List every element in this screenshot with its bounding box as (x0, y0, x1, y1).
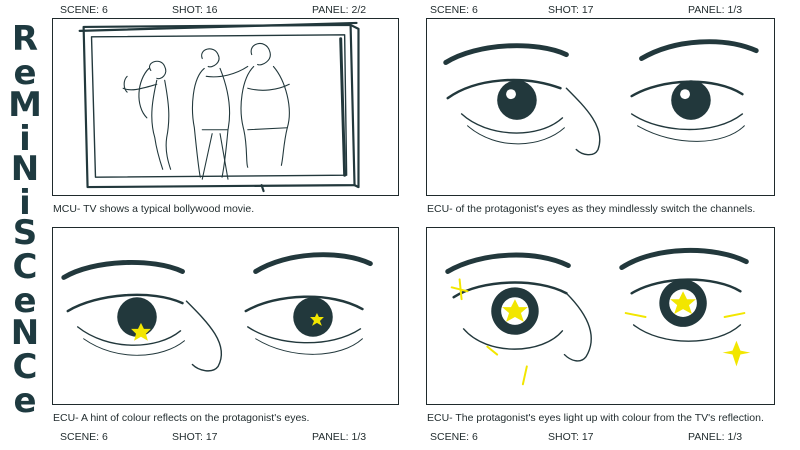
panel3-scene: SCENE: 6 (60, 431, 108, 443)
panel1-scene: SCENE: 6 (60, 4, 108, 16)
panel4-caption: ECU- The protagonist's eyes light up wit… (427, 412, 764, 424)
title-letter: i (19, 183, 31, 223)
title-letter: C (12, 247, 38, 287)
eyes-sketch-lit (445, 248, 751, 386)
title-letter: e (13, 53, 37, 93)
panel4-scene: SCENE: 6 (430, 431, 478, 443)
panel1-caption: MCU- TV shows a typical bollywood movie. (53, 203, 255, 215)
title-letter: C (12, 347, 38, 387)
title-letter: N (10, 149, 40, 189)
panel3-shot: SHOT: 17 (172, 431, 218, 443)
title-letter: M (8, 85, 42, 125)
panel1-panel: PANEL: 2/2 (312, 4, 367, 16)
panel2-scene: SCENE: 6 (430, 4, 478, 16)
storyboard-panel-eyes-lit (426, 227, 775, 405)
title-letter: i (19, 119, 31, 159)
eyes-sketch-neutral (443, 39, 759, 156)
storyboard-panel-eyes-hint (52, 227, 399, 405)
title-letter: e (13, 381, 37, 421)
storyboard-panel-eyes-neutral (426, 18, 775, 196)
panel1-shot: SHOT: 16 (172, 4, 218, 16)
panel4-shot: SHOT: 17 (548, 431, 594, 443)
title-letter: R (11, 19, 39, 59)
tv-movie-sketch (78, 21, 360, 193)
panel2-panel: PANEL: 1/3 (688, 4, 743, 16)
title-letter: S (12, 213, 38, 253)
title-letter: e (13, 281, 37, 321)
panel3-panel: PANEL: 1/3 (312, 431, 367, 443)
panel2-caption: ECU- of the protagonist's eyes as they m… (427, 203, 756, 215)
storyboard-panel-tv (52, 18, 399, 196)
panel2-shot: SHOT: 17 (548, 4, 594, 16)
panel3-caption: ECU- A hint of colour reflects on the pr… (53, 412, 310, 424)
eyes-sketch-hint (61, 252, 373, 372)
title-letter: N (10, 313, 40, 353)
panel4-panel: PANEL: 1/3 (688, 431, 743, 443)
